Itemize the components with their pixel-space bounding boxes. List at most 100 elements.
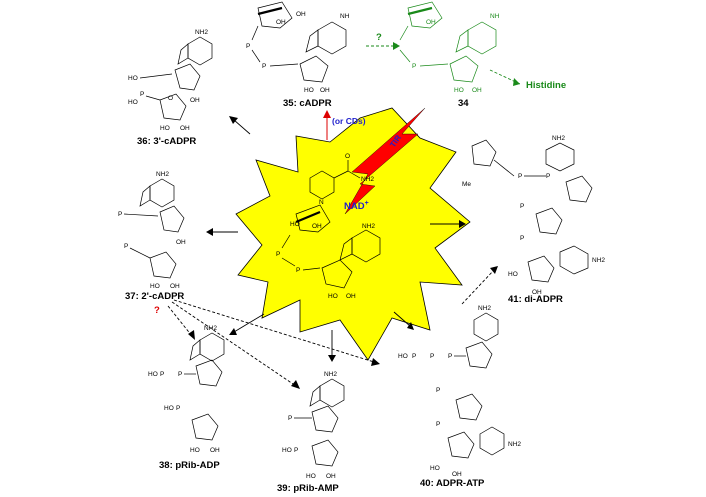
label-41: 41: di-ADPR bbox=[508, 294, 563, 305]
arrowhead-37-40 bbox=[371, 358, 380, 366]
p-atom-40d: P bbox=[436, 387, 440, 394]
oh-atom-34a: OH bbox=[426, 19, 436, 26]
nh2-atom-37: NH2 bbox=[156, 171, 169, 178]
label-35: 35: cADPR bbox=[283, 98, 332, 109]
p-atom-40c: P bbox=[448, 353, 452, 360]
nh2-atom-41b: NH2 bbox=[592, 257, 605, 264]
cadpr-36-structure: NH2 OH O HO P HO HO OH bbox=[128, 29, 213, 132]
arrowhead-35-34 bbox=[393, 42, 400, 50]
ho-atom-34: HO bbox=[454, 87, 464, 94]
p-atom-40a: P bbox=[412, 353, 416, 360]
adpr-atp-40-structure: HO P P P NH2 P P NH2 HO OH bbox=[398, 305, 521, 478]
oh-atom-36a: OH bbox=[190, 97, 200, 104]
nh2-atom-38: NH2 bbox=[204, 325, 217, 332]
n-atom: N bbox=[319, 199, 324, 206]
arrowhead-nad-37 bbox=[206, 228, 213, 236]
label-40: 40: ADPR-ATP bbox=[420, 478, 485, 489]
arrowhead-40-41 bbox=[490, 266, 498, 274]
nh2-atom: NH2 bbox=[361, 176, 374, 183]
p-atom-40e: P bbox=[436, 421, 440, 428]
oh-atom-36b: OH bbox=[180, 125, 190, 132]
label-38: 38: pRib-ADP bbox=[159, 460, 220, 471]
arrowhead-37-39 bbox=[291, 380, 300, 389]
p-atom-41a: P bbox=[518, 173, 522, 180]
p-atom-36a: P bbox=[140, 91, 144, 98]
question-red: ? bbox=[154, 305, 160, 316]
oh-atom-35b: OH bbox=[296, 11, 306, 18]
ho-atom-35: HO bbox=[304, 87, 314, 94]
p-atom-39b: P bbox=[294, 447, 298, 454]
ho-atom-36b: HO bbox=[128, 99, 138, 106]
oh-atom-34b: OH bbox=[472, 87, 482, 94]
starburst bbox=[235, 107, 471, 361]
p-atom-37a: P bbox=[118, 211, 122, 218]
nh2-atom-36: NH2 bbox=[195, 29, 208, 36]
ho-atom-37: HO bbox=[150, 283, 160, 290]
arrowhead-34-histidine bbox=[513, 78, 520, 86]
oh-atom-40: OH bbox=[452, 471, 462, 478]
nh-atom-35: NH bbox=[340, 13, 350, 20]
compound-34-structure: NH OH P P HO OH bbox=[393, 1, 500, 94]
di-adpr-41-structure: Me P P NH2 P P NH2 HO OH bbox=[462, 135, 605, 296]
oh-atom-35c: OH bbox=[320, 87, 330, 94]
label-36: 36: 3'-cADPR bbox=[137, 136, 196, 147]
p-atom-41c: P bbox=[520, 203, 524, 210]
p-atom-35b: P bbox=[262, 63, 266, 70]
nh2-atom-40b: NH2 bbox=[508, 441, 521, 448]
o-atom: O bbox=[345, 153, 350, 160]
p-atom-38a: P bbox=[160, 371, 164, 378]
nad-structure: N O NH2 OH HO P P HO OH NH2 bbox=[276, 153, 381, 300]
p-atom-34b: P bbox=[412, 63, 416, 70]
prib-amp-39-structure: NH2 P HO P HO OH bbox=[282, 371, 345, 480]
question-green: ? bbox=[376, 32, 382, 43]
cadpr-35-structure: NH OH OH P P HO OH bbox=[246, 1, 350, 94]
p-atom-41b: P bbox=[546, 173, 550, 180]
lightning-bolt bbox=[344, 107, 426, 215]
p-atom-39a: P bbox=[288, 415, 292, 422]
arrow-40-41 bbox=[461, 269, 495, 305]
me-atom-41: Me bbox=[462, 181, 471, 188]
oh-atom-41: OH bbox=[532, 289, 542, 296]
arrowhead-37-38 bbox=[188, 330, 195, 340]
p-atom-2: P bbox=[296, 267, 300, 274]
arrow-37-38 bbox=[167, 305, 193, 337]
ho-atom-41: HO bbox=[508, 271, 518, 278]
oh-atom-37b: OH bbox=[170, 283, 180, 290]
oh-atom-37a: OH bbox=[176, 239, 186, 246]
p-atom-38b: P bbox=[178, 371, 182, 378]
p-atom-40b: P bbox=[430, 353, 434, 360]
arrowhead-nad-40 bbox=[407, 322, 414, 330]
arrowhead-nad-35 bbox=[323, 110, 331, 118]
ho-atom-39b: HO bbox=[306, 473, 316, 480]
p-atom: P bbox=[276, 251, 280, 258]
label-37: 37: 2'-cADPR bbox=[125, 291, 184, 302]
histidine-label: Histidine bbox=[526, 80, 566, 91]
oh-atom-35a: OH bbox=[276, 19, 286, 26]
ho-atom-40a: HO bbox=[398, 353, 408, 360]
p-atom-35a: P bbox=[246, 43, 250, 50]
arrow-nad-40 bbox=[393, 311, 411, 327]
o-atom-36: O bbox=[168, 95, 173, 102]
nh2-atom-39: NH2 bbox=[324, 371, 337, 378]
ho-atom-36a: HO bbox=[128, 75, 138, 82]
ho-atom-2: HO bbox=[328, 293, 338, 300]
or-cds-label: (or CDs) bbox=[332, 116, 366, 126]
arrow-37-39 bbox=[171, 301, 297, 387]
ho-atom-40b: HO bbox=[430, 465, 440, 472]
arrowhead-nad-36 bbox=[229, 116, 238, 124]
arrowhead-nad-38 bbox=[229, 328, 237, 335]
ho-atom-38b: HO bbox=[164, 405, 174, 412]
ho-atom-39a: HO bbox=[282, 447, 292, 454]
arrowhead-nad-39 bbox=[328, 355, 336, 362]
oh-atom: OH bbox=[312, 223, 322, 230]
oh-atom-39: OH bbox=[326, 473, 336, 480]
oh-atom-2: OH bbox=[346, 293, 356, 300]
nh-atom-34: NH bbox=[490, 13, 500, 20]
ho-atom-38a: HO bbox=[148, 371, 158, 378]
nh2-atom-2: NH2 bbox=[362, 223, 375, 230]
oh-atom-38: OH bbox=[210, 447, 220, 454]
label-39: 39: pRib-AMP bbox=[277, 483, 339, 494]
nh2-atom-40a: NH2 bbox=[478, 305, 491, 312]
